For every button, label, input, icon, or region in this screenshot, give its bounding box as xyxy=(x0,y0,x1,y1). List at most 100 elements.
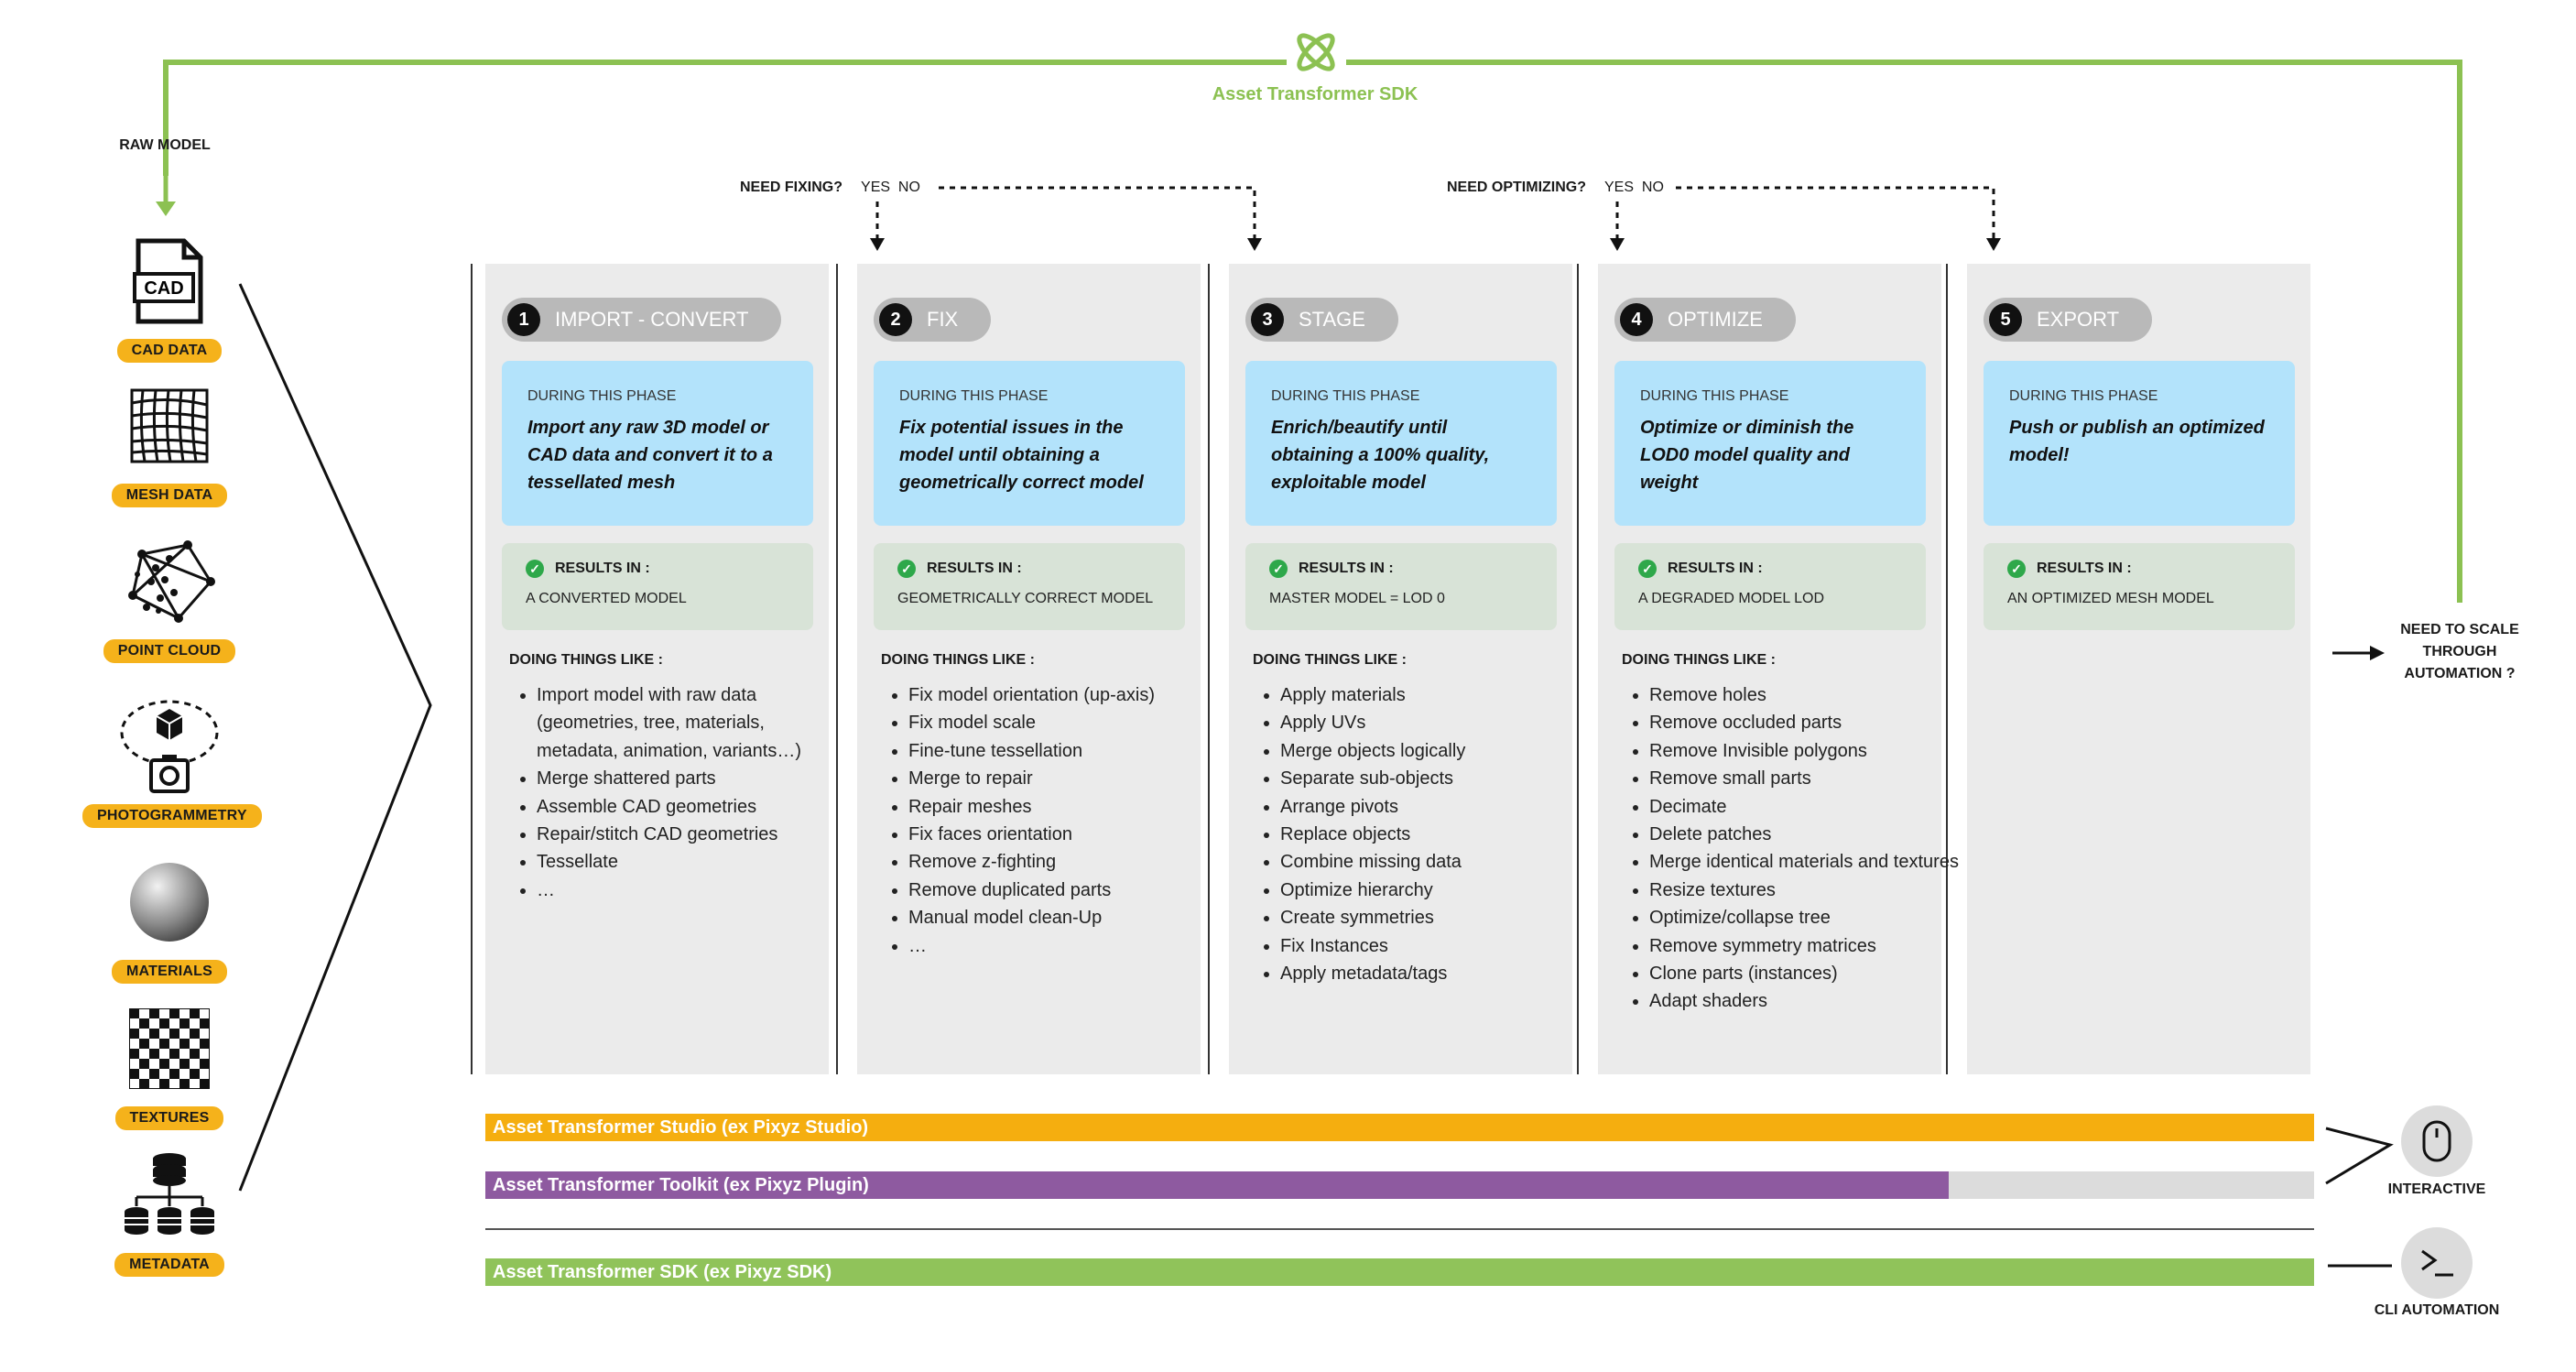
database-icon xyxy=(110,1145,229,1246)
cli-automation-label: CLI AUTOMATION xyxy=(2374,1302,2500,1318)
source-point-cloud: POINT CLOUD xyxy=(82,531,256,663)
check-icon: ✓ xyxy=(526,560,544,578)
thing-item: Remove z-fighting xyxy=(908,848,1220,876)
thing-item: Merge shattered parts xyxy=(537,765,848,792)
check-icon: ✓ xyxy=(897,560,916,578)
thing-item: Merge identical materials and textures xyxy=(1649,848,1961,876)
thing-item: … xyxy=(908,932,1220,960)
phase-result: ✓RESULTS IN :A CONVERTED MODEL xyxy=(502,543,813,630)
check-icon: ✓ xyxy=(2007,560,2026,578)
things-list: Apply materialsApply UVsMerge objects lo… xyxy=(1253,681,1592,987)
thing-item: Apply materials xyxy=(1280,681,1592,709)
sources-chevron xyxy=(238,283,432,1192)
point-cloud-icon xyxy=(110,531,229,632)
sdk-logo-icon xyxy=(1297,33,1335,71)
thing-item: Delete patches xyxy=(1649,821,1961,848)
thing-item: Combine missing data xyxy=(1280,848,1592,876)
scale-question: NEED TO SCALE THROUGH AUTOMATION ? xyxy=(2400,622,2519,681)
raw-model-label: RAW MODEL xyxy=(119,137,211,153)
thing-item: Tessellate xyxy=(537,848,848,876)
thing-item: Apply metadata/tags xyxy=(1280,960,1592,987)
toolkit-bar: Asset Transformer Toolkit (ex Pixyz Plug… xyxy=(485,1171,1949,1199)
need-fixing-decision: NEED FIXING?YES NO xyxy=(740,180,920,195)
optimize-no-arrow xyxy=(1676,186,1995,240)
source-label: CAD DATA xyxy=(116,339,223,363)
camera-cube-icon xyxy=(110,696,229,797)
source-photogrammetry: PHOTOGRAMMETRY xyxy=(82,696,262,828)
thing-item: Remove duplicated parts xyxy=(908,877,1220,904)
source-label: MESH DATA xyxy=(111,484,228,507)
thing-item: Create symmetries xyxy=(1280,904,1592,931)
thing-item: Fix model scale xyxy=(908,709,1220,736)
automation-loop-line xyxy=(163,60,1287,176)
cad-file-icon: CAD xyxy=(110,231,229,332)
mesh-grid-icon xyxy=(110,376,229,476)
interactive-chevron xyxy=(2325,1127,2394,1185)
thing-item: Resize textures xyxy=(1649,877,1961,904)
thing-item: Remove symmetry matrices xyxy=(1649,932,1961,960)
phase-result: ✓RESULTS IN :MASTER MODEL = LOD 0 xyxy=(1245,543,1557,630)
terminal-icon xyxy=(2401,1227,2473,1299)
thing-item: Fine-tune tessellation xyxy=(908,737,1220,765)
source-label: METADATA xyxy=(114,1253,224,1277)
thing-item: Optimize/collapse tree xyxy=(1649,904,1961,931)
automation-loop-line-right xyxy=(1346,60,2462,603)
svg-text:CAD: CAD xyxy=(144,278,183,299)
thing-item: Manual model clean-Up xyxy=(908,904,1220,931)
thing-item: Optimize hierarchy xyxy=(1280,877,1592,904)
source-cad-data: CAD CAD DATA xyxy=(82,231,256,363)
source-label: POINT CLOUD xyxy=(103,639,236,663)
source-metadata: METADATA xyxy=(82,1145,256,1277)
thing-item: Replace objects xyxy=(1280,821,1592,848)
thing-item: Remove holes xyxy=(1649,681,1961,709)
thing-item: Fix model orientation (up-axis) xyxy=(908,681,1220,709)
source-label: MATERIALS xyxy=(112,960,227,984)
studio-bar: Asset Transformer Studio (ex Pixyz Studi… xyxy=(485,1114,2314,1141)
fix-no-arrow xyxy=(939,186,1256,240)
sdk-title: Asset Transformer SDK xyxy=(1212,84,1418,104)
thing-item: Fix Instances xyxy=(1280,932,1592,960)
need-optimizing-decision: NEED OPTIMIZING?YES NO xyxy=(1447,180,1664,195)
check-icon: ✓ xyxy=(1269,560,1288,578)
sphere-icon xyxy=(110,852,229,953)
thing-item: Adapt shaders xyxy=(1649,987,1961,1015)
thing-item: Import model with raw data (geometries, … xyxy=(537,681,848,765)
thing-item: Arrange pivots xyxy=(1280,793,1592,821)
thing-item: Remove Invisible polygons xyxy=(1649,737,1961,765)
thing-item: Repair/stitch CAD geometries xyxy=(537,821,848,848)
source-label: PHOTOGRAMMETRY xyxy=(82,804,262,828)
thing-item: Remove occluded parts xyxy=(1649,709,1961,736)
thing-item: Remove small parts xyxy=(1649,765,1961,792)
thing-item: Repair meshes xyxy=(908,793,1220,821)
things-list: Import model with raw data (geometries, … xyxy=(509,681,848,904)
thing-item: … xyxy=(537,877,848,904)
source-mesh-data: MESH DATA xyxy=(82,376,256,507)
things-list: Remove holesRemove occluded partsRemove … xyxy=(1622,681,1961,1016)
source-materials: MATERIALS xyxy=(82,852,256,984)
mouse-icon xyxy=(2401,1105,2473,1177)
source-label: TEXTURES xyxy=(114,1106,224,1130)
thing-item: Decimate xyxy=(1649,793,1961,821)
things-list: Fix model orientation (up-axis)Fix model… xyxy=(881,681,1220,960)
sdk-logo xyxy=(1289,26,1342,79)
thing-item: Merge to repair xyxy=(908,765,1220,792)
thing-item: Merge objects logically xyxy=(1280,737,1592,765)
source-textures: TEXTURES xyxy=(82,998,256,1130)
thing-item: Fix faces orientation xyxy=(908,821,1220,848)
checker-icon xyxy=(110,998,229,1099)
interactive-label: INTERACTIVE xyxy=(2387,1181,2486,1197)
